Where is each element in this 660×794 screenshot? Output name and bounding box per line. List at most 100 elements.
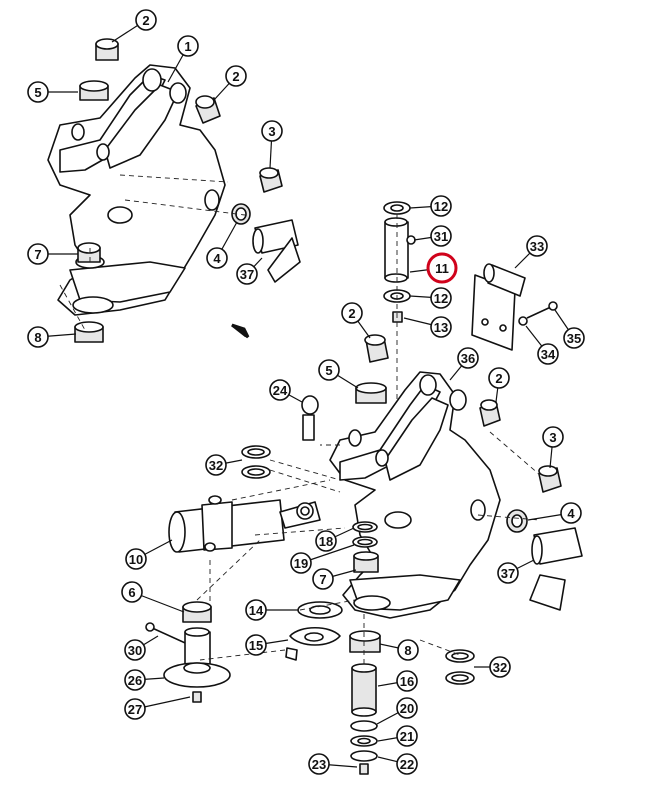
callout-bubble — [430, 225, 452, 247]
callout-bubble — [125, 548, 147, 570]
callout-number: 20 — [400, 701, 414, 716]
callout-1: 1 — [167, 35, 199, 83]
callout-number: 11 — [435, 261, 449, 276]
callout-bubble — [488, 367, 510, 389]
callout-19: 19 — [290, 544, 355, 574]
cam-plate — [285, 626, 341, 661]
callout-33: 33 — [514, 235, 548, 269]
callout-bubble — [308, 753, 330, 775]
callout-number: 21 — [400, 729, 414, 744]
callout-bubble — [124, 669, 146, 691]
callout-number: 1 — [184, 39, 191, 54]
callout-number: 34 — [541, 347, 556, 362]
callout-number: 3 — [268, 124, 275, 139]
callout-bubble — [121, 581, 143, 603]
callout-bubble — [489, 656, 511, 678]
callout-number: 4 — [567, 506, 575, 521]
callout-7: 7 — [27, 243, 78, 265]
callout-bubble — [430, 316, 452, 338]
callout-number: 32 — [209, 458, 223, 473]
callout-bubble — [526, 235, 548, 257]
callout-number: 4 — [213, 251, 221, 266]
callout-number: 12 — [434, 199, 448, 214]
callout-number: 35 — [567, 331, 581, 346]
lower-swing-frame-assembly — [145, 201, 583, 775]
callout-10: 10 — [125, 539, 173, 570]
callout-bubble — [135, 9, 157, 31]
callout-bubble — [290, 552, 312, 574]
callout-8: 8 — [27, 326, 77, 348]
callout-bubble — [205, 454, 227, 476]
callout-number: 30 — [128, 643, 142, 658]
washer — [518, 316, 528, 326]
callout-36: 36 — [449, 347, 479, 381]
callout-2: 2 — [341, 302, 371, 339]
callout-number: 15 — [249, 638, 263, 653]
callout-3: 3 — [261, 120, 283, 169]
grease-fitting — [392, 311, 403, 323]
callout-number: 7 — [319, 572, 326, 587]
callout-number: 3 — [549, 430, 556, 445]
callout-bubble — [245, 634, 267, 656]
king-pin — [351, 667, 377, 713]
grease-fitting — [359, 763, 369, 775]
callout-number: 19 — [294, 556, 308, 571]
callout-bubble — [457, 347, 479, 369]
callout-32: 32 — [205, 454, 243, 476]
callout-number: 5 — [34, 85, 41, 100]
callout-bubble — [542, 426, 564, 448]
callout-bubble — [27, 81, 49, 103]
snap-ring — [350, 750, 378, 762]
callout-14: 14 — [245, 599, 298, 621]
callout-4: 4 — [206, 221, 238, 269]
grease-fitting — [192, 691, 202, 703]
callout-bubble — [269, 379, 291, 401]
callout-23: 23 — [308, 753, 358, 775]
callout-number: 16 — [400, 674, 414, 689]
callout-27: 27 — [124, 696, 191, 720]
callout-bubble — [341, 302, 363, 324]
callout-22: 22 — [377, 753, 418, 775]
callout-12: 12 — [409, 287, 452, 309]
callout-37: 37 — [236, 257, 263, 285]
callout-16: 16 — [377, 670, 418, 692]
callout-bubble — [397, 639, 419, 661]
callout-number: 12 — [434, 291, 448, 306]
callout-bubble — [563, 327, 585, 349]
direction-arrow-icon — [231, 323, 250, 339]
callout-number: 26 — [128, 673, 142, 688]
lock-pin — [302, 414, 315, 441]
callout-bubble — [124, 639, 146, 661]
callout-24: 24 — [269, 379, 303, 403]
callout-number: 8 — [34, 330, 41, 345]
callout-number: 37 — [240, 267, 254, 282]
callout-number: 6 — [128, 585, 135, 600]
callout-bubble — [206, 247, 228, 269]
callout-5: 5 — [318, 359, 359, 389]
callout-35: 35 — [554, 309, 585, 349]
callout-30: 30 — [124, 635, 159, 661]
callout-4: 4 — [527, 502, 582, 524]
upper-swing-frame-assembly — [47, 38, 301, 343]
callout-bubble — [177, 35, 199, 57]
callout-bubble — [312, 568, 334, 590]
callout-number: 27 — [128, 702, 142, 717]
callout-6: 6 — [121, 581, 185, 613]
callout-2: 2 — [488, 367, 510, 403]
callout-bubble — [396, 753, 418, 775]
o-ring — [350, 720, 378, 732]
callout-number: 8 — [404, 643, 411, 658]
callout-bubble — [560, 502, 582, 524]
callout-13: 13 — [403, 316, 452, 338]
callout-bubble — [396, 697, 418, 719]
callout-number: 7 — [34, 247, 41, 262]
callout-21: 21 — [377, 725, 418, 747]
callout-number: 32 — [493, 660, 507, 675]
callout-7: 7 — [312, 568, 357, 590]
callout-bubble — [236, 263, 258, 285]
callout-number: 31 — [434, 229, 448, 244]
callout-34: 34 — [525, 325, 559, 365]
callout-bubble — [27, 243, 49, 265]
